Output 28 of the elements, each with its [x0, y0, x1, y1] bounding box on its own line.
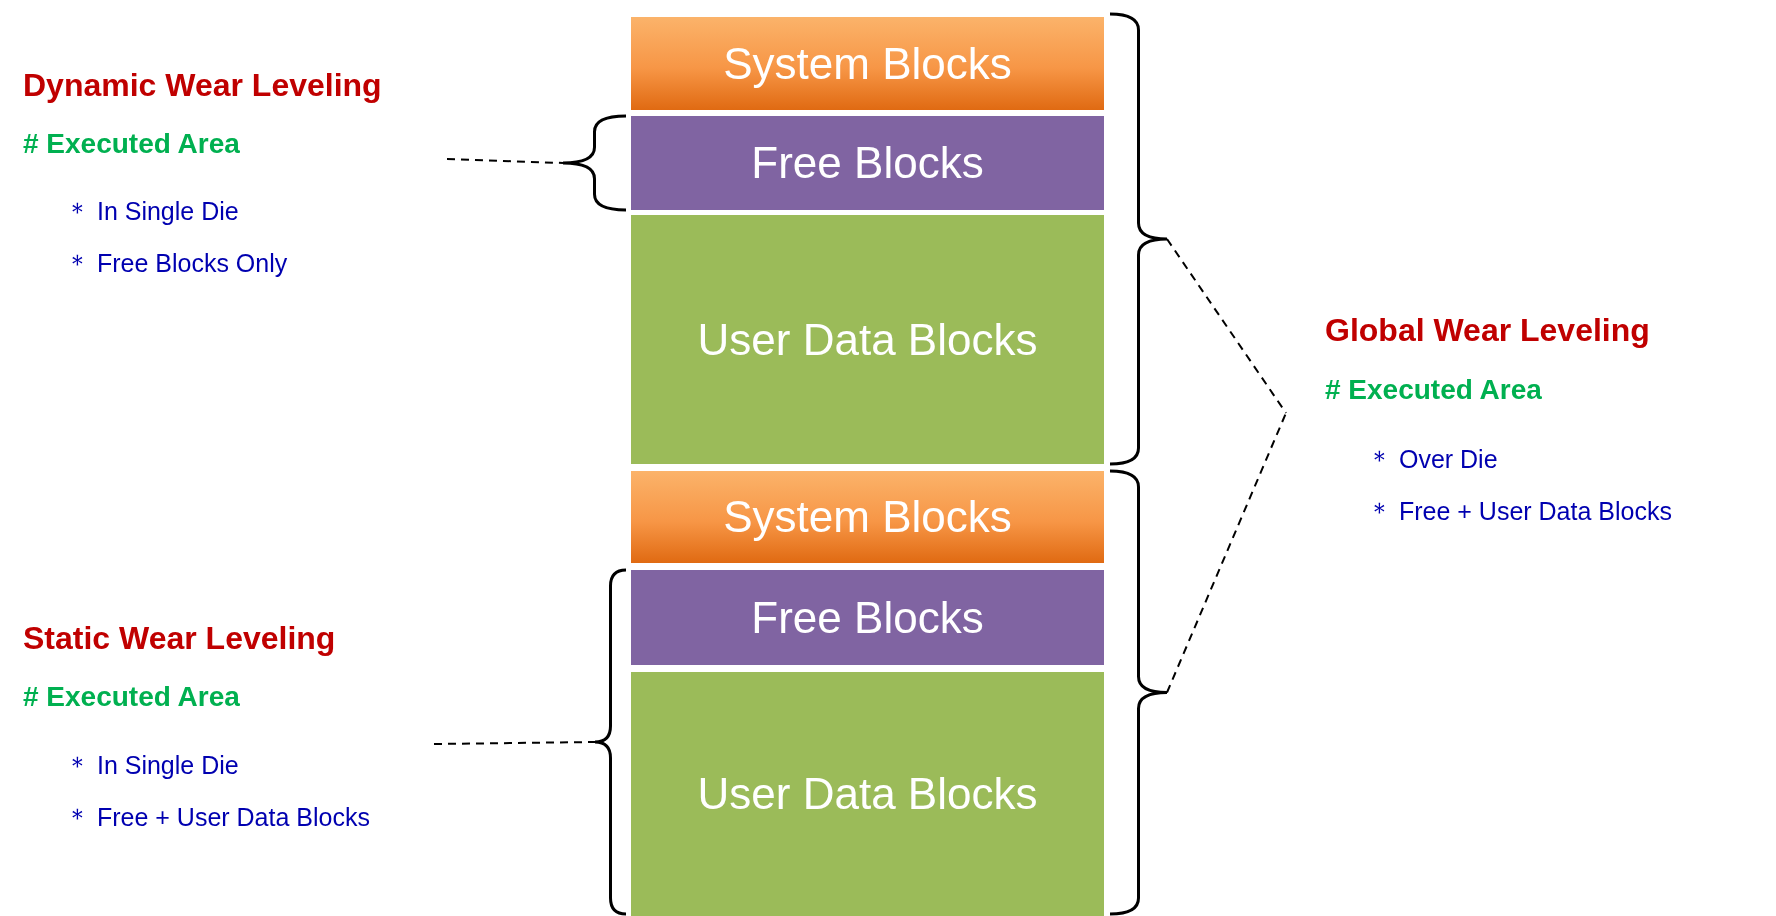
block-label: System Blocks [723, 38, 1012, 89]
bullet-text: ＊ Free + User Data Blocks [65, 802, 370, 833]
bullet-text: ＊ In Single Die [65, 750, 239, 781]
bullet-text: ＊ In Single Die [65, 196, 239, 227]
bullet-text: ＊ Free + User Data Blocks [1367, 496, 1672, 527]
heading: Dynamic Wear Leveling [23, 67, 382, 104]
subheading: # Executed Area [23, 681, 240, 713]
block-label: Free Blocks [751, 592, 984, 643]
leader-line [1166, 412, 1287, 694]
memory-block [631, 116, 1104, 210]
bullet-text: ＊ Free Blocks Only [65, 248, 288, 279]
leader-line [1166, 238, 1287, 414]
heading: Static Wear Leveling [23, 620, 336, 657]
memory-block [631, 672, 1104, 916]
subheading: # Executed Area [1325, 374, 1542, 406]
bullet-text: ＊ Over Die [1367, 444, 1498, 475]
leader-line [446, 158, 564, 164]
subheading: # Executed Area [23, 128, 240, 160]
memory-block [631, 570, 1104, 665]
block-label: User Data Blocks [697, 314, 1038, 365]
memory-block [631, 215, 1104, 464]
block-label: Free Blocks [751, 138, 984, 188]
heading: Global Wear Leveling [1325, 312, 1650, 349]
block-label: System Blocks [723, 492, 1012, 542]
memory-block [631, 17, 1104, 110]
block-label: User Data Blocks [697, 769, 1038, 819]
memory-block [631, 471, 1104, 563]
leader-line [433, 741, 596, 745]
